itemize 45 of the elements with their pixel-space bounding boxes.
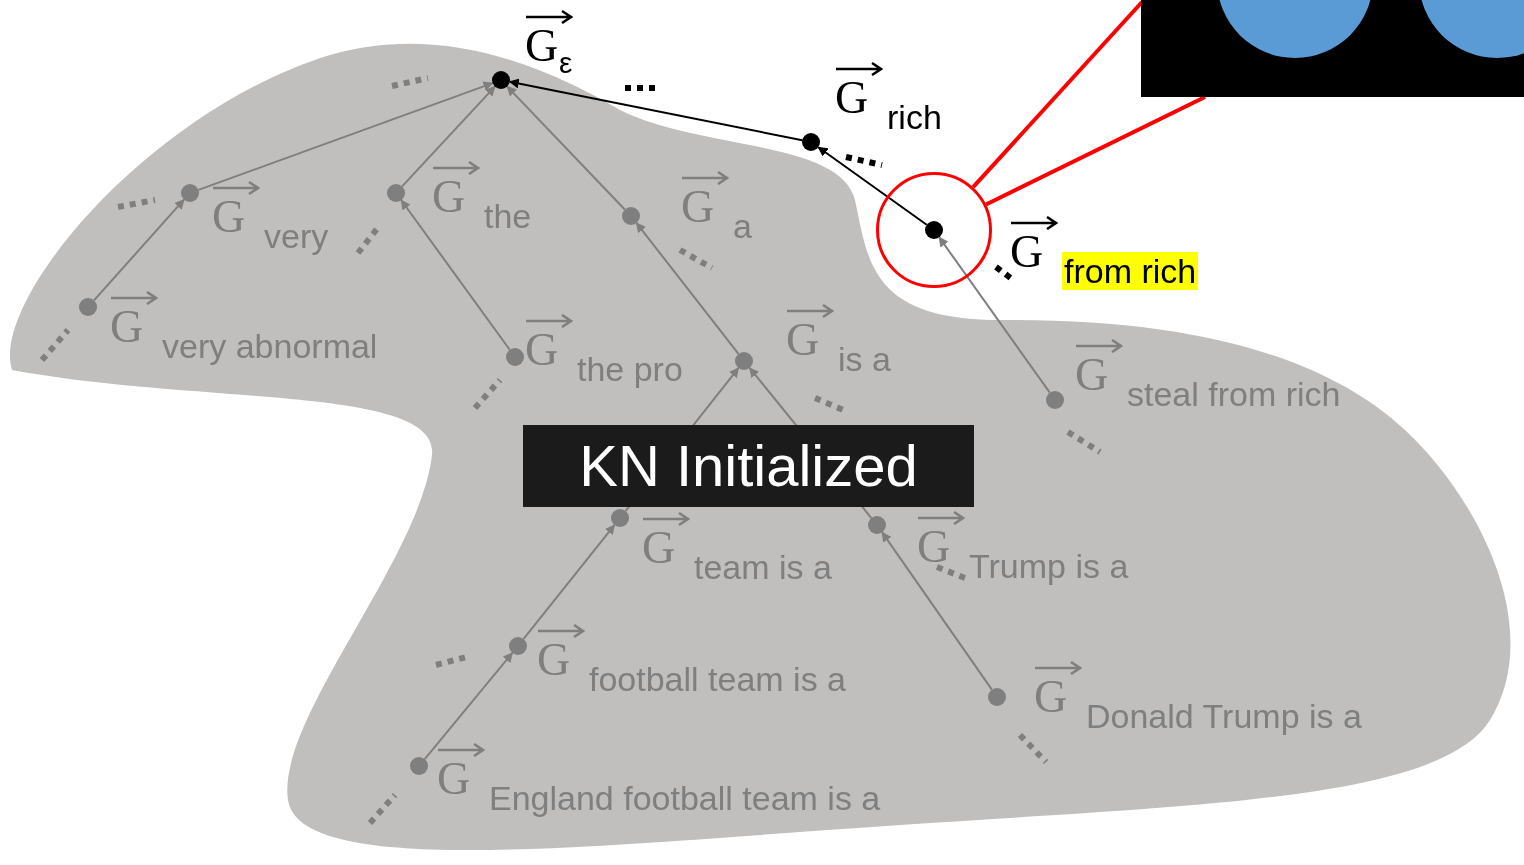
arrow — [635, 222, 740, 355]
context-label: team is a — [694, 548, 832, 586]
context-label: a — [733, 207, 752, 245]
context-label: very — [264, 217, 329, 255]
vector-symbol: G — [525, 24, 559, 68]
arrow — [522, 524, 616, 640]
caption-banner: KN Initialized — [523, 425, 974, 507]
subscript-label: ε — [559, 48, 573, 78]
vector-symbol: G — [1010, 230, 1044, 274]
arrow — [881, 531, 993, 691]
vector-symbol: G — [212, 195, 246, 239]
vector-symbol: G — [537, 638, 571, 682]
context-label: the — [484, 197, 532, 235]
context-label: Donald Trump is a — [1086, 697, 1362, 735]
arrow — [400, 199, 511, 351]
context-label: steal from rich — [1127, 375, 1341, 413]
context-label: England football team is a — [489, 779, 881, 817]
callout-line — [985, 95, 1206, 207]
context-label: from rich — [1062, 252, 1199, 290]
arrow — [401, 85, 496, 188]
context-label: is a — [838, 340, 891, 378]
vector-symbol: G — [681, 185, 715, 229]
arrow — [508, 78, 804, 142]
vector-symbol: G — [1075, 353, 1109, 397]
context-label: football team is a — [589, 660, 847, 698]
vector-symbol: G — [917, 525, 951, 569]
vector-symbol: G — [835, 76, 869, 120]
vector-symbol: G — [110, 305, 144, 349]
inset-picture — [1141, 0, 1524, 97]
vector-symbol: G — [786, 318, 820, 362]
arrow — [423, 651, 514, 761]
arrow — [93, 198, 185, 302]
context-label: Trump is a — [969, 547, 1129, 585]
vector-symbol: G — [432, 175, 466, 219]
arrow — [817, 146, 928, 226]
vector-symbol: G — [1034, 675, 1068, 719]
arrow — [506, 85, 626, 211]
arrow — [197, 81, 494, 191]
vector-symbol: G — [525, 328, 559, 372]
context-label: rich — [887, 98, 942, 136]
arrow — [938, 236, 1051, 394]
vector-symbol: G — [437, 757, 471, 801]
context-label: the pro — [577, 350, 683, 388]
context-label: very abnormal — [162, 327, 378, 365]
vector-symbol: G — [642, 526, 676, 570]
